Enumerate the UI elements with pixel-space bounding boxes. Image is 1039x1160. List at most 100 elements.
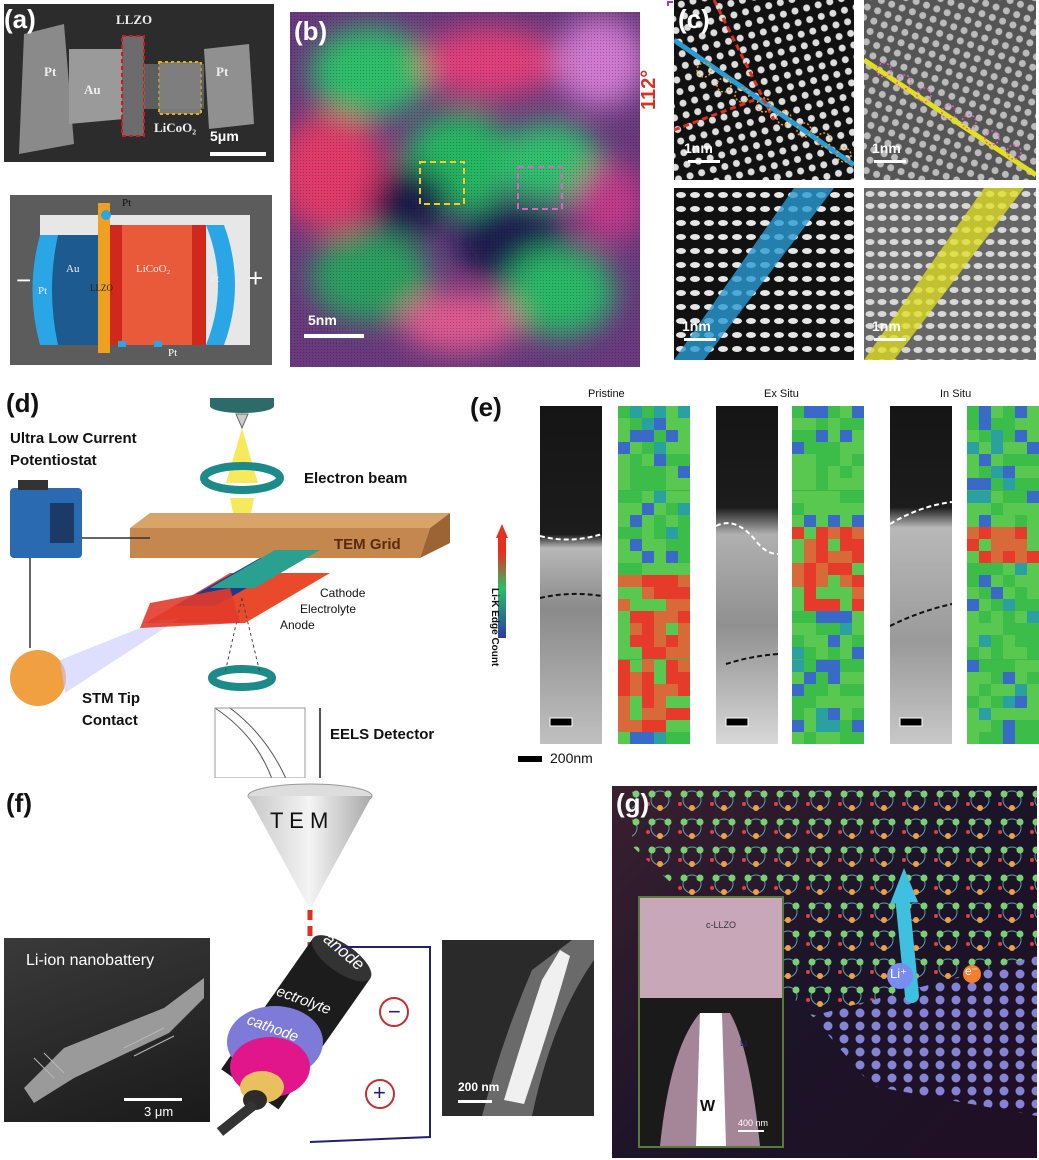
heatmap-cell [1015,502,1027,515]
heatmap-cell [991,635,1003,648]
heatmap-cell [1003,478,1015,491]
heatmap-cell [678,526,690,539]
heatmap-cell [1027,731,1039,744]
heatmap-cell [828,538,840,551]
heatmap-cell [678,538,690,551]
heatmap-cell [1027,550,1039,563]
scale-bar [210,152,266,156]
tem-setup-diagram [10,398,450,778]
heatmap-cell [828,623,840,636]
heatmap-cell [666,611,678,624]
heatmap-cell [1015,623,1027,636]
heatmap-cell [618,599,630,612]
heatmap-cell [642,647,654,660]
heatmap-cell [991,526,1003,539]
heatmap-cell [967,442,979,455]
panel-label-c: (c) [678,4,710,34]
heatmap-cell [979,442,991,455]
heatmap-cell [840,562,852,575]
heatmap-cell [642,731,654,744]
heatmap-cell [654,454,666,467]
heatmap-cell [666,695,678,708]
heatmap-cell [666,575,678,588]
heatmap-cell [1015,562,1027,575]
heatmap-cell [1027,575,1039,588]
heatmap-cell [828,599,840,612]
heatmap-cell [828,502,840,515]
heatmap-cell [642,502,654,515]
anode-label: Anode [280,618,315,632]
heatmap-cell [678,707,690,720]
heatmap-cell [816,442,828,455]
heatmap-cell [678,478,690,491]
tem-grid-label: TEM Grid [334,536,401,553]
heatmap-cell [979,671,991,684]
nanobattery-label: Li-ion nanobattery [26,952,155,969]
heatmap-cell [642,454,654,467]
heatmap-cell [991,490,1003,503]
heatmap-cell [630,623,642,636]
heatmap-cell [1015,671,1027,684]
heatmap-cell [967,466,979,479]
heatmap-cell [967,635,979,648]
heatmap-cell [642,490,654,503]
heatmap-cell [630,611,642,624]
heatmap-cell [840,538,852,551]
heatmap-cell [979,623,991,636]
minus-terminal: − [16,265,32,295]
heatmap-cell [792,502,804,515]
heatmap-cell [678,611,690,624]
heatmap-cell [792,550,804,563]
eels-label: EELS Detector [330,726,435,743]
heatmap-cell [840,707,852,720]
inset-tem-image: c-LLZO Li W 400 nm [638,896,784,1148]
heatmap-cell [852,562,864,575]
heatmap-cell [840,406,852,419]
heatmap-cell [840,490,852,503]
stem-image-in-situ [890,406,952,744]
heatmap-cell [666,466,678,479]
heatmap-cell [792,611,804,624]
heatmap-cell [666,587,678,600]
heatmap-cell [642,466,654,479]
heatmap-cell [979,526,991,539]
heatmap-cell [852,659,864,672]
heatmap-cell [654,599,666,612]
heatmap-cell [630,550,642,563]
heatmap-cell [991,659,1003,672]
heatmap-cell [654,550,666,563]
heatmap-cell [666,659,678,672]
heatmap-cell [967,575,979,588]
heatmap-cell [618,406,630,419]
heatmap-cell [792,731,804,744]
heatmap-cell [666,502,678,515]
heatmap-cell [852,719,864,732]
heatmap-cell [852,671,864,684]
heatmap-cell [1003,406,1015,419]
heatmap-cell [991,478,1003,491]
heatmap-cell [1015,599,1027,612]
heatmap-cell [991,430,1003,443]
heatmap-cell [1003,550,1015,563]
heatmap-cell [828,562,840,575]
heatmap-cell [816,502,828,515]
heatmap-cell [1003,707,1015,720]
heatmap-cell [630,562,642,575]
heatmap-cell [979,562,991,575]
heatmap-cell [967,538,979,551]
heatmap-cell [642,707,654,720]
schematic-label-pt-left: Pt [38,285,48,297]
heatmap-cell [642,514,654,527]
heatmap-cell [792,538,804,551]
heatmap-cell [654,418,666,431]
heatmap-cell [979,502,991,515]
panel-label-d: (d) [6,388,40,418]
sem-label-au: Au [84,82,101,97]
heatmap-cell [1003,671,1015,684]
heatmap-cell [991,647,1003,660]
heatmap-cell [991,731,1003,744]
heatmap-cell [828,430,840,443]
heatmap-cell [654,695,666,708]
heatmap-cell [654,611,666,624]
heatmap-cell [852,490,864,503]
